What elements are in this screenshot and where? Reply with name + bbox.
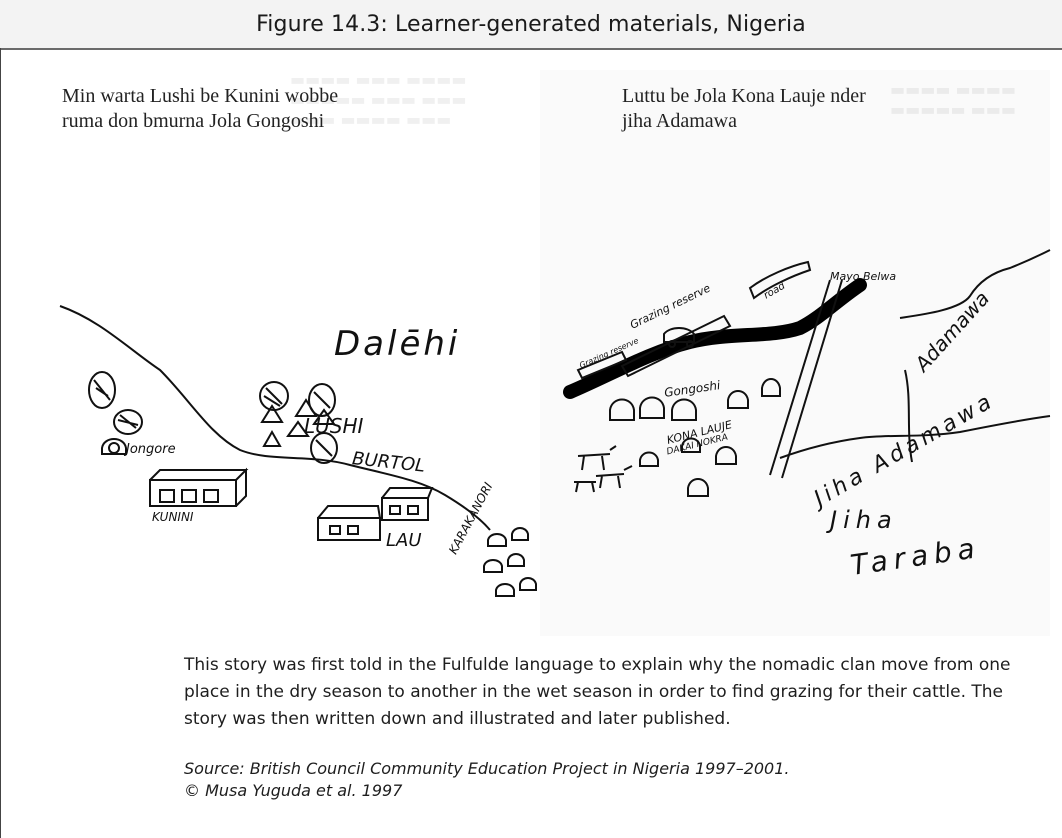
left-book-page: ▬▬▬▬ ▬▬▬ ▬▬▬▬▬▬▬▬▬ ▬▬▬ ▬▬▬▬▬▬ ▬▬▬▬ ▬▬▬ M… [59,70,538,636]
label-kunini: KUNINI [152,510,194,524]
figure-source: Source: British Council Community Educat… [184,758,1014,802]
bleed-through-text-right: ▬▬▬▬ ▬▬▬▬▬▬▬▬▬ ▬▬▬ [890,80,1017,119]
right-map-drawing [563,249,1051,497]
right-book-page: ▬▬▬▬ ▬▬▬▬▬▬▬▬▬ ▬▬▬ Luttu be Jola Kona La… [540,70,1051,636]
story-illustration: ▬▬▬▬ ▬▬▬ ▬▬▬▬▬▬▬▬▬ ▬▬▬ ▬▬▬▬▬▬ ▬▬▬▬ ▬▬▬ M… [59,70,1051,636]
label-lau: LAU [386,530,422,551]
figure-title: Figure 14.3: Learner-generated materials… [256,12,806,37]
left-page-text-line-2: ruma don bmurna Jola Gongoshi [62,110,325,132]
label-jiha: Jiha [830,506,898,534]
left-border-rule [0,48,1,838]
bleed-through-text: ▬▬▬▬ ▬▬▬ ▬▬▬▬▬▬▬▬▬ ▬▬▬ ▬▬▬▬▬▬ ▬▬▬▬ ▬▬▬ [290,70,467,129]
label-dalehi: Dalēhi [334,324,461,364]
copyright-line: © Musa Yuguda et al. 1997 [184,781,403,800]
figure-header: Figure 14.3: Learner-generated materials… [0,0,1062,50]
label-lushi: LUSHI [304,414,364,438]
source-line: Source: British Council Community Educat… [184,759,790,778]
right-page-text-line-1: Luttu be Jola Kona Lauje nder [622,85,866,107]
label-mayo-belwa: Mayo Belwa [830,270,897,283]
label-jongore: Jongore [126,442,176,457]
figure-caption: This story was first told in the Fulfuld… [184,655,1011,729]
left-map-drawing [59,305,537,597]
left-page-text-line-1: Min warta Lushi be Kunini wobbe [62,85,339,107]
right-page-text-line-2: jiha Adamawa [622,110,737,132]
